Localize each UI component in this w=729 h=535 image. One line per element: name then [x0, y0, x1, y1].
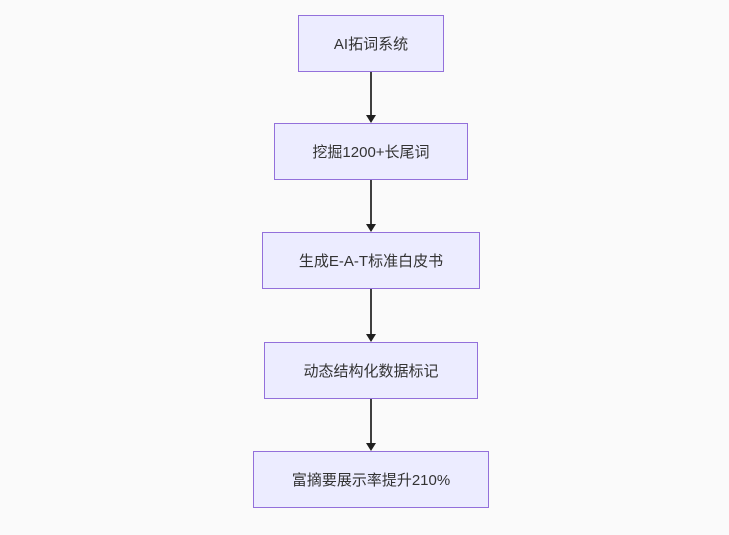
- flow-node-label: 挖掘1200+长尾词: [312, 144, 430, 161]
- arrowhead-down-icon: [366, 443, 376, 451]
- flow-node-eat-whitepaper: 生成E-A-T标准白皮书: [262, 232, 480, 289]
- arrowhead-down-icon: [366, 115, 376, 123]
- arrow-1: [365, 72, 377, 123]
- arrow-line: [370, 399, 372, 444]
- arrow-line: [370, 180, 372, 225]
- arrow-3: [365, 289, 377, 342]
- arrow-line: [370, 289, 372, 335]
- arrow-4: [365, 399, 377, 451]
- flow-node-label: AI拓词系统: [333, 36, 409, 53]
- flow-node-longtail-mining: 挖掘1200+长尾词: [274, 123, 468, 180]
- flow-node-structured-data-markup: 动态结构化数据标记: [264, 342, 478, 399]
- flow-node-label: 动态结构化数据标记: [303, 363, 439, 380]
- flow-node-ai-keyword-system: AI拓词系统: [298, 15, 444, 72]
- flow-node-label: 富摘要展示率提升210%: [291, 472, 451, 489]
- flow-node-label: 生成E-A-T标准白皮书: [298, 253, 444, 270]
- arrowhead-down-icon: [366, 224, 376, 232]
- arrow-line: [370, 72, 372, 116]
- flow-node-rich-snippet-result: 富摘要展示率提升210%: [253, 451, 489, 508]
- arrowhead-down-icon: [366, 334, 376, 342]
- arrow-2: [365, 180, 377, 232]
